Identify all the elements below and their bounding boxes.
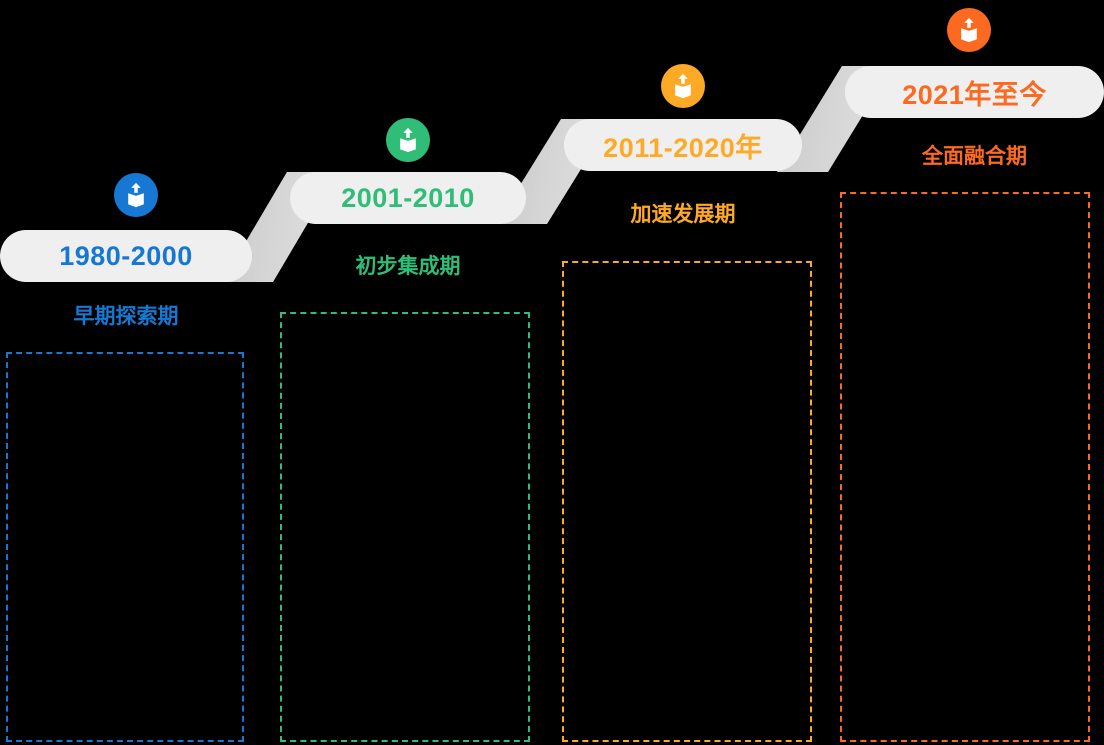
box-arrow-up-icon	[123, 182, 149, 208]
stage-3-label: 加速发展期	[630, 203, 736, 226]
stage-1-content-box	[6, 352, 244, 742]
stage-2-icon-badge	[386, 118, 430, 162]
stage-2-label: 初步集成期	[355, 255, 461, 278]
stage-2-content-box	[280, 312, 530, 742]
stage-3-year: 2011-2020年	[603, 132, 763, 163]
stage-4-year: 2021年至今	[902, 79, 1047, 110]
stage-4-label: 全面融合期	[922, 145, 1027, 168]
stage-1-year-pill: 1980-2000	[0, 230, 252, 282]
stage-4-content-box	[840, 192, 1090, 742]
box-arrow-up-icon	[670, 73, 696, 99]
box-arrow-up-icon	[956, 17, 982, 43]
stage-3-year-pill: 2011-2020年	[564, 119, 802, 171]
stage-1-label: 早期探索期	[73, 305, 179, 328]
stage-1-icon-badge	[114, 173, 158, 217]
box-arrow-up-icon	[395, 127, 421, 153]
stage-3-content-box	[562, 261, 812, 742]
stage-2-year-pill: 2001-2010	[290, 172, 526, 224]
stage-4-icon-badge	[947, 8, 991, 52]
stage-1-year: 1980-2000	[59, 240, 193, 271]
stage-4-year-pill: 2021年至今	[845, 66, 1104, 118]
stage-2-year: 2001-2010	[341, 182, 475, 213]
stage-3-icon-badge	[661, 64, 705, 108]
